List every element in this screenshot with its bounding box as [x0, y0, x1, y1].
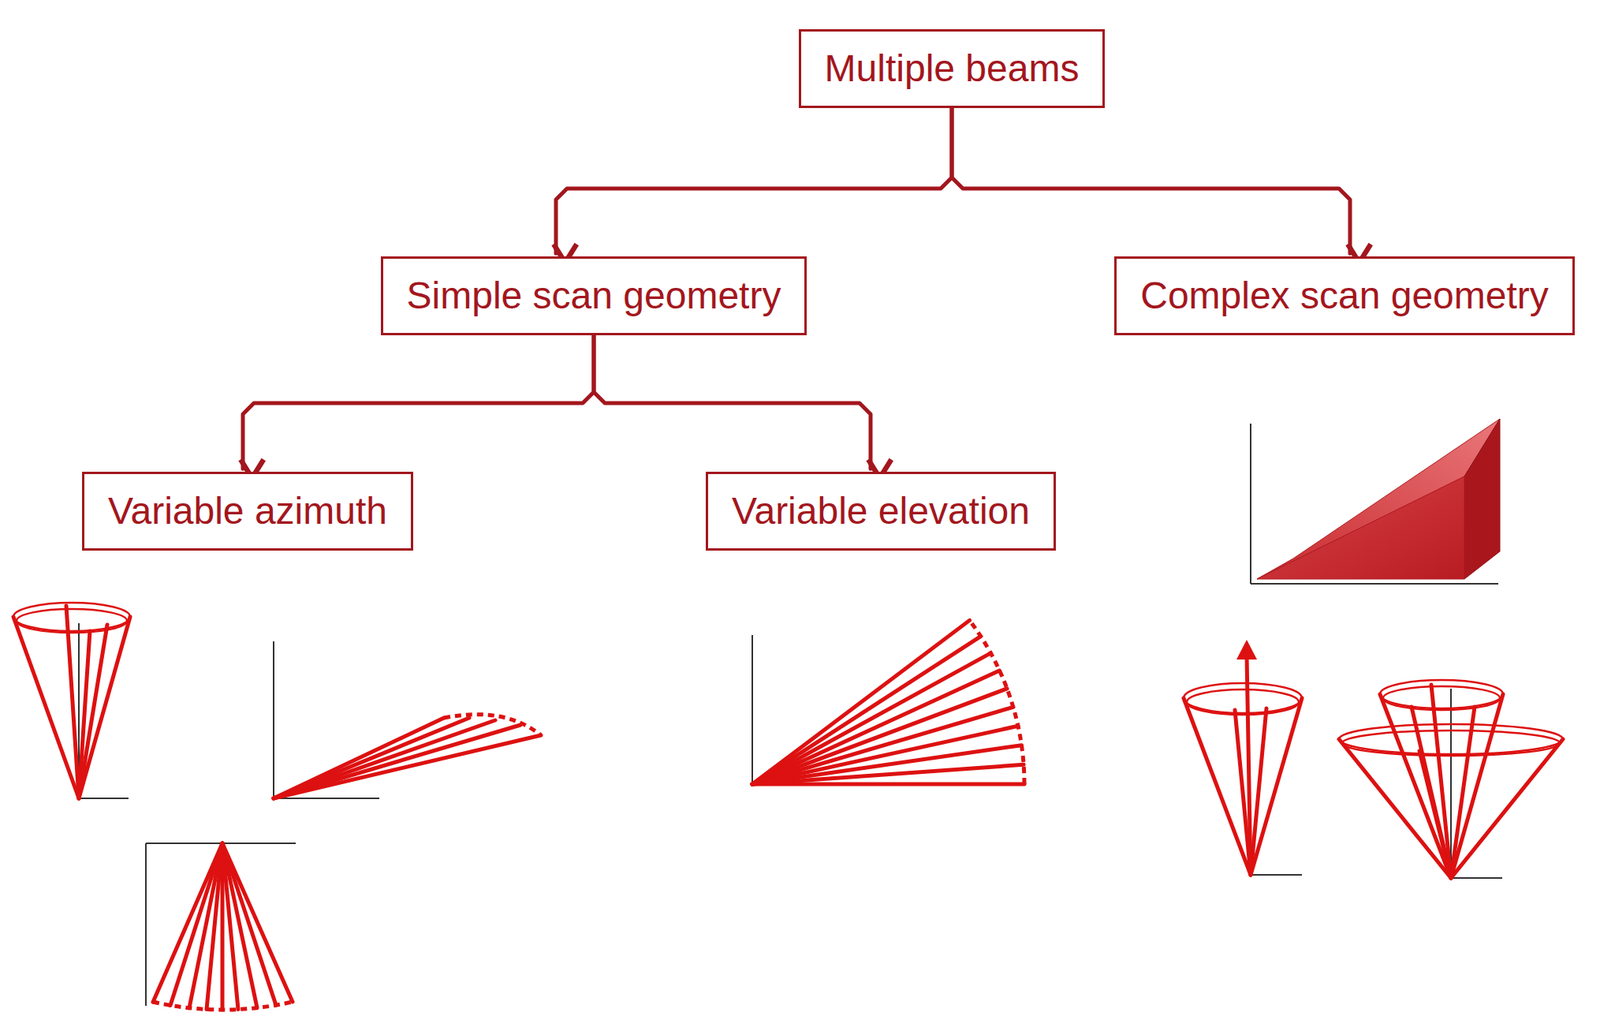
scan-volume-wedge: [1250, 418, 1500, 584]
azimuth-down-fan: [145, 842, 296, 1010]
box-label: Variable elevation: [731, 488, 1030, 534]
double-cone: [1338, 679, 1563, 878]
beam-line: [152, 842, 223, 1002]
root-box: Multiple beams: [798, 29, 1106, 109]
beam-line: [752, 706, 1014, 784]
beam-line: [752, 670, 1000, 784]
box-label: Simple scan geometry: [406, 272, 782, 319]
category-box: Complex scan geometry: [1114, 256, 1575, 336]
box-label: Variable azimuth: [108, 488, 388, 534]
beam-line: [222, 842, 276, 1005]
beam-line: [752, 652, 991, 784]
beam-line: [222, 842, 258, 1008]
scan-arc: [969, 619, 1025, 784]
elevation-fan: [752, 619, 1025, 784]
beam-line: [752, 619, 970, 784]
subcategory-box: Variable azimuth: [82, 471, 414, 551]
beam-line: [752, 636, 981, 784]
tree-connector: [555, 108, 952, 254]
beam-line: [206, 842, 223, 1009]
tree-connector: [593, 335, 871, 469]
tree-connector: [242, 335, 594, 469]
subcategory-box: Variable elevation: [705, 471, 1056, 551]
beam-line: [189, 842, 223, 1008]
rotating-cone: [1183, 639, 1302, 875]
category-box: Simple scan geometry: [380, 256, 808, 336]
tree-connector: [951, 108, 1351, 254]
azimuth-side-fan: [273, 641, 541, 799]
box-label: Multiple beams: [824, 45, 1080, 92]
azimuth-cone: [13, 602, 131, 799]
box-label: Complex scan geometry: [1140, 272, 1549, 319]
beam-line: [222, 842, 293, 1002]
